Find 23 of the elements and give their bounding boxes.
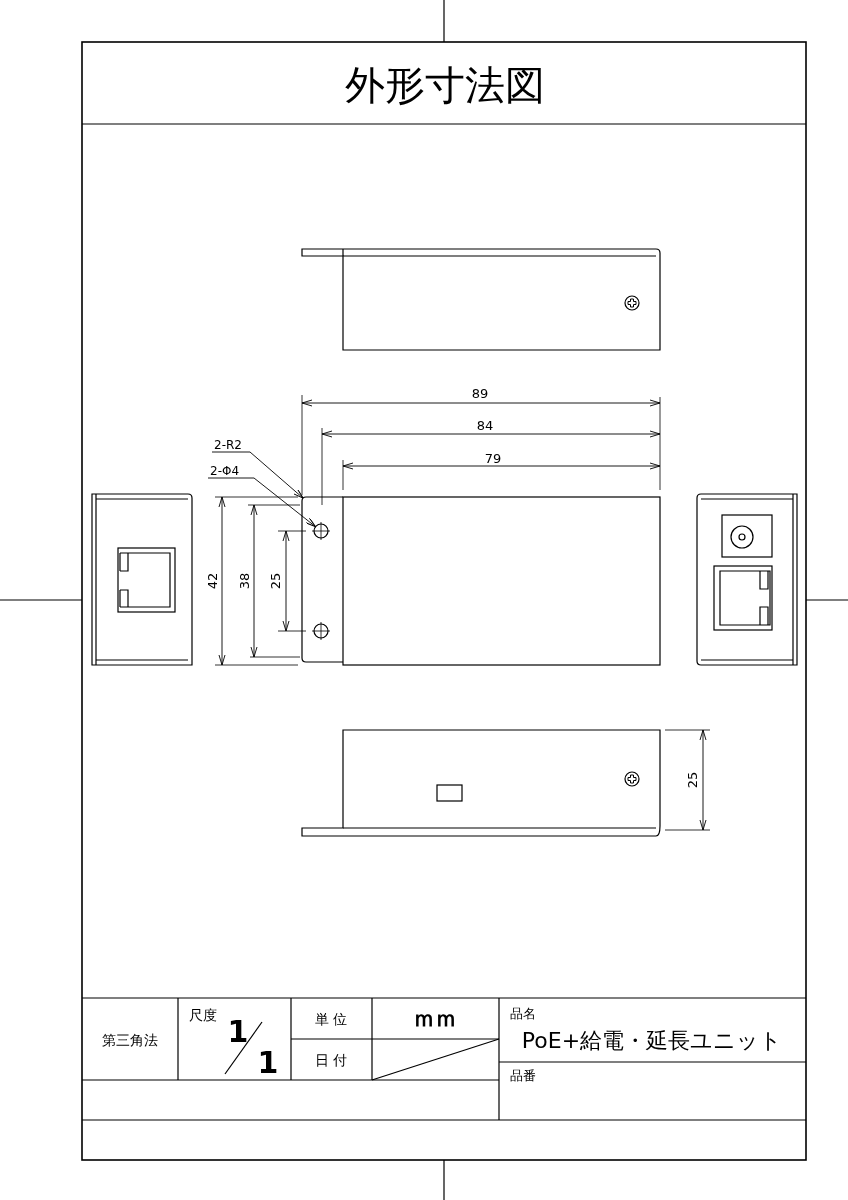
field-label: 品名 [510, 1006, 536, 1020]
scale-value: 1 [257, 1048, 279, 1078]
rounded-corner [301, 496, 307, 502]
field-label: 品番 [510, 1068, 536, 1082]
dimension-value: 89 [471, 386, 489, 400]
dimension-value: 25 [268, 572, 282, 590]
mounting-hole [311, 621, 331, 641]
dimension-value: 79 [484, 451, 502, 465]
product-name: PoE+給電・延長ユニット [521, 1030, 783, 1052]
dimension-value: 38 [237, 572, 251, 590]
field-label: 日 付 [314, 1053, 348, 1067]
callout-text: 2-Φ4 [208, 464, 242, 478]
mounting-hole [311, 521, 331, 541]
scale-value: 1 [227, 1017, 249, 1047]
callout-text: 2-R2 [212, 438, 244, 452]
unit-value: ｍｍ [413, 1008, 457, 1030]
drawing-title: 外形寸法図 [345, 65, 545, 105]
field-label: 尺度 [189, 1008, 217, 1022]
dimension-value: 84 [476, 418, 494, 432]
projection-method-label: 第三角法 [102, 1033, 158, 1047]
dimension-value: 25 [685, 771, 699, 789]
dimension-value: 42 [205, 572, 219, 590]
field-label: 単 位 [314, 1012, 348, 1026]
